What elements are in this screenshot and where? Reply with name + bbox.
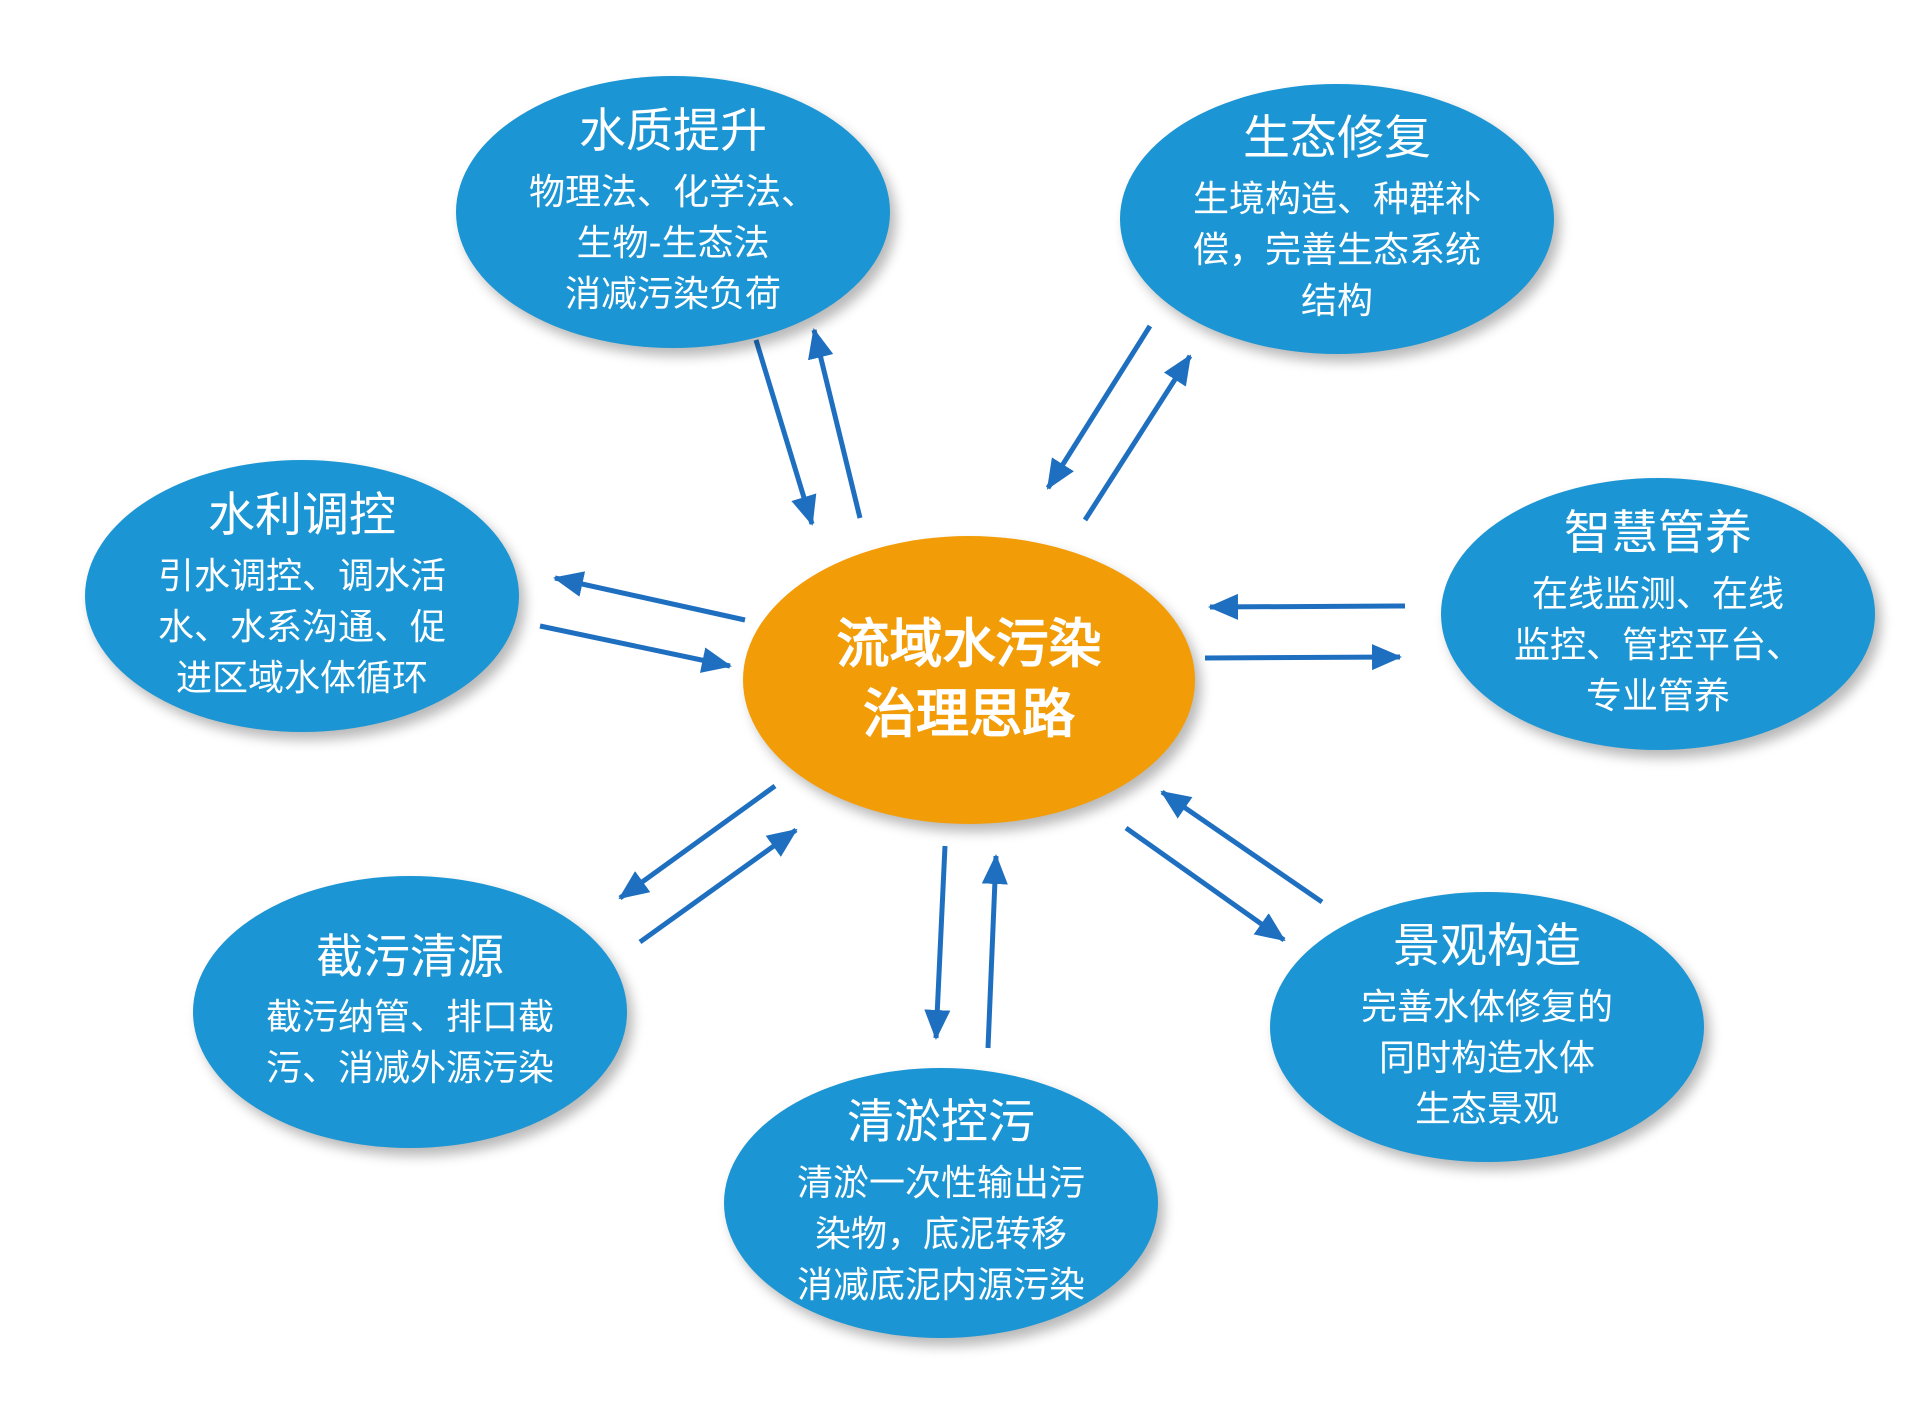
desc-line: 引水调控、调水活 [157,555,446,597]
arrow-from-center-to-water-quality [808,328,863,519]
node-landscape-construction: 景观构造 完善水体修复的 同时构造水体 生态景观 [1270,892,1704,1162]
node-description: 清淤一次性输出污 染物，底泥转移 消减底泥内源污染 [797,1158,1085,1311]
node-description: 物理法、化学法、 生物-生态法 消减污染负荷 [529,167,817,320]
arrow-from-center-to-dredge [924,845,951,1040]
node-description: 截污纳管、排口截 污、消减外源污染 [266,992,554,1094]
node-title: 水利调控 [208,488,396,544]
arrow-to-center-from-water-quality [753,339,817,526]
center-line: 治理思路 [863,684,1075,745]
desc-line: 同时构造水体 [1378,1037,1595,1079]
desc-line: 生物-生态法 [576,222,770,264]
node-hydraulic-control: 水利调控 引水调控、调水活 水、水系沟通、促 进区域水体循环 [85,460,519,732]
node-description: 在线监测、在线 监控、管控平台、 专业管养 [1514,569,1802,722]
arrow-to-center-from-hydraulic [539,623,732,673]
center-node: 流域水污染 治理思路 [743,536,1195,824]
node-title: 截污清源 [316,929,504,985]
desc-line: 物理法、化学法、 [528,171,817,213]
desc-line: 生境构造、种群补 [1192,178,1481,220]
desc-line: 进区域水体循环 [175,657,428,699]
desc-line: 消减底泥内源污染 [796,1264,1085,1306]
node-title: 智慧管养 [1564,506,1752,562]
center-line: 流域水污染 [836,614,1102,676]
node-title: 水质提升 [579,104,767,160]
node-title: 清淤控污 [847,1095,1035,1151]
arrow-from-center-to-intercept [618,783,777,901]
desc-line: 生态景观 [1414,1088,1559,1130]
arrow-to-center-from-landscape [1160,789,1324,905]
arrow-to-center-from-intercept [638,827,798,945]
arrow-from-center-to-smart [1204,644,1402,671]
node-dredging: 清淤控污 清淤一次性输出污 染物，底泥转移 消减底泥内源污染 [724,1068,1158,1338]
desc-line: 水、水系沟通、促 [157,606,446,648]
node-water-quality: 水质提升 物理法、化学法、 生物-生态法 消减污染负荷 [456,76,890,348]
node-description: 完善水体修复的 同时构造水体 生态景观 [1361,982,1613,1135]
desc-line: 消减污染负荷 [564,273,781,315]
desc-line: 偿，完善生态系统 [1192,229,1481,271]
desc-line: 在线监测、在线 [1531,573,1784,615]
arrow-to-center-from-dredge [981,854,1008,1049]
desc-line: 清淤一次性输出污 [796,1162,1085,1204]
node-title: 生态修复 [1243,111,1431,167]
arrow-to-center-from-eco-restore [1045,324,1153,490]
desc-line: 专业管养 [1585,675,1730,717]
node-intercept-pollution: 截污清源 截污纳管、排口截 污、消减外源污染 [193,876,627,1148]
desc-line: 监控、管控平台、 [1513,624,1802,666]
desc-line: 结构 [1300,280,1373,322]
arrow-from-center-to-hydraulic [553,571,746,623]
desc-line: 染物，底泥转移 [814,1213,1067,1255]
desc-line: 完善水体修复的 [1360,986,1613,1028]
node-title: 景观构造 [1393,919,1581,975]
node-eco-restore: 生态修复 生境构造、种群补 偿，完善生态系统 结构 [1120,84,1554,354]
node-smart-management: 智慧管养 在线监测、在线 监控、管控平台、 专业管养 [1441,478,1875,750]
arrow-from-smart-to-center [1208,593,1406,620]
arrow-from-center-to-eco-restore [1082,354,1193,522]
desc-line: 污、消减外源污染 [265,1048,554,1090]
node-description: 引水调控、调水活 水、水系沟通、促 进区域水体循环 [158,551,446,704]
desc-line: 截污纳管、排口截 [265,997,554,1039]
arrow-from-center-to-landscape [1124,825,1286,943]
node-description: 生境构造、种群补 偿，完善生态系统 结构 [1193,174,1481,327]
